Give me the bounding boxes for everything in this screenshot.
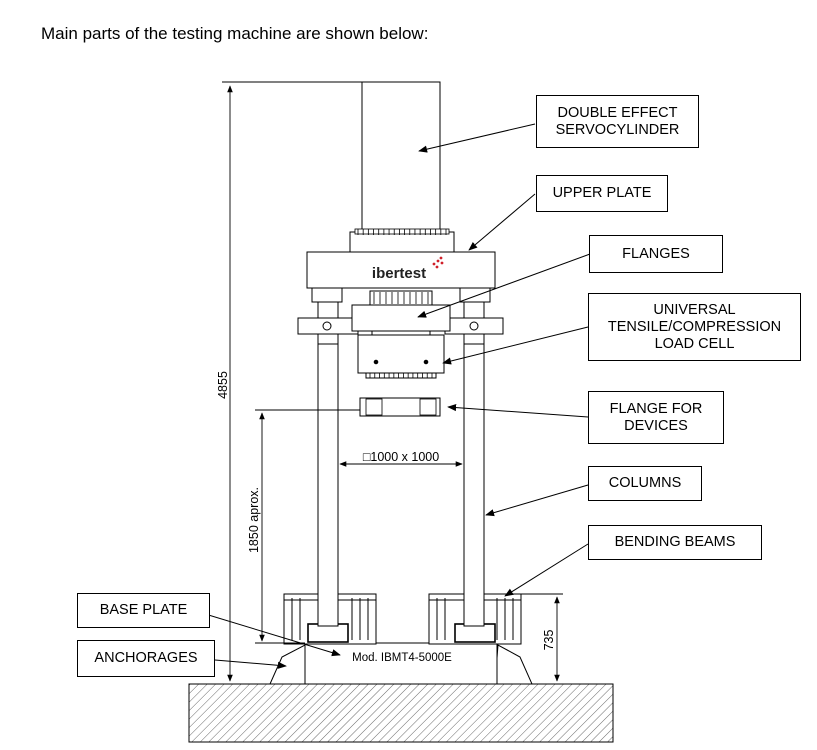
label-line: LOAD CELL [654,335,735,352]
leader-flanges [417,253,591,318]
dim-column-spacing: □1000 x 1000 [363,450,439,464]
label-line: TENSILE/COMPRESSION [607,318,782,335]
base-plate [304,642,498,685]
leader-load-cell [442,326,589,365]
leader-servocylinder [418,123,536,153]
column-foot-left [307,623,349,643]
leader-base-plate [191,609,341,657]
flange-top [369,290,433,306]
label-line: UPPER PLATE [552,185,652,201]
cylinder-flange [349,231,455,253]
label-anchorages: ANCHORAGES [77,640,215,677]
label-line: SERVOCYLINDER [555,121,680,138]
label-line: DEVICES [624,417,688,434]
servocylinder [361,81,441,233]
label-flanges: FLANGES [589,235,723,273]
load-cell [357,334,445,374]
dim-base-height: 735 [542,630,556,651]
label-line: BENDING BEAMS [614,534,736,550]
label-line: UNIVERSAL [653,301,736,318]
label-line: FLANGE FOR [609,400,703,417]
label-line: FLANGES [622,245,690,262]
column-left [317,299,339,627]
leader-columns [485,484,589,517]
label-base-plate: BASE PLATE [77,593,210,628]
column-foot-right [454,623,496,643]
brand-logo: ibertest [372,265,426,282]
ground-foundation [188,683,614,743]
anchorage-left [269,644,309,685]
upper-plate [306,251,496,289]
brand-logo-mark [432,256,444,269]
column-nut-left [297,317,359,335]
label-columns: COLUMNS [588,466,702,501]
label-line: BASE PLATE [99,602,188,618]
label-line: ANCHORAGES [94,650,198,666]
column-right [463,299,485,627]
leader-flange-devices [447,403,589,418]
flange-lower [351,304,451,332]
label-bending-beams: BENDING BEAMS [588,525,762,560]
column-nut-right [444,317,504,335]
dim-total-height: 4855 [216,371,230,399]
leader-upper-plate [468,193,536,251]
label-line: DOUBLE EFFECT [557,104,678,121]
anchorage-right [494,644,533,685]
dim-working-height: 1850 aprox. [247,487,261,553]
intro-text: Main parts of the testing machine are sh… [41,24,429,43]
leader-anchorages [214,659,287,669]
leader-bending-beams [504,543,589,597]
label-line: COLUMNS [608,475,682,491]
label-upper-plate: UPPER PLATE [536,175,668,212]
model-text: Mod. IBMT4-5000E [352,652,452,664]
